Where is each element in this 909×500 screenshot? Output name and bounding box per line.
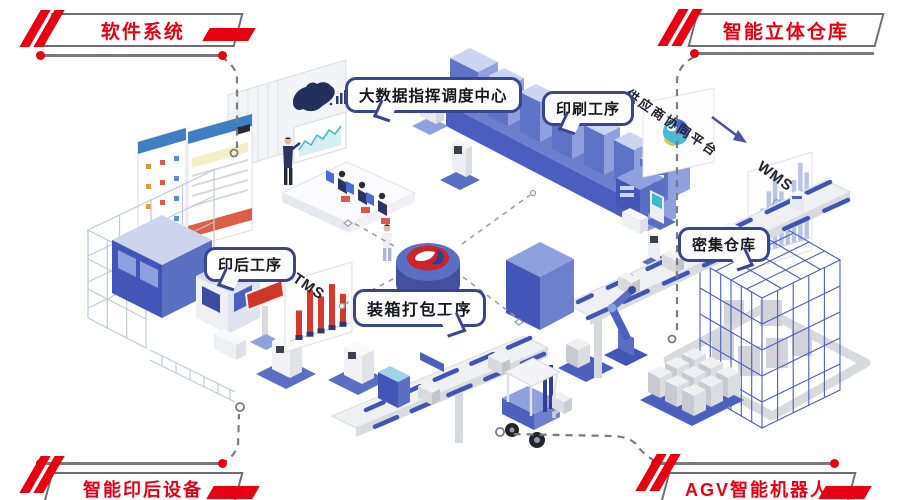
presentation-screen bbox=[293, 111, 347, 164]
dot-line bbox=[40, 462, 223, 465]
callout-command-center: 大数据指挥调度中心 bbox=[345, 77, 522, 123]
dot-line bbox=[694, 52, 874, 55]
kiosk-machines bbox=[412, 101, 676, 270]
red-dot-icon bbox=[830, 459, 839, 468]
supplier-platform-panel bbox=[642, 87, 715, 178]
china-map-icon bbox=[293, 82, 335, 112]
wireframe-warehouse bbox=[698, 223, 842, 429]
dot-line bbox=[655, 462, 835, 465]
red-dot-icon bbox=[218, 459, 227, 468]
red-dot-icon bbox=[690, 49, 699, 58]
red-tab-icon bbox=[202, 28, 256, 41]
workers-at-laptops bbox=[326, 170, 390, 224]
robotic-arm bbox=[604, 286, 648, 366]
red-dot-icon bbox=[218, 51, 227, 60]
warehouse-inner-boxes bbox=[712, 300, 812, 376]
callout-label: 印后工序 bbox=[218, 257, 283, 274]
hub-radial-dashes bbox=[344, 194, 531, 318]
packing-machine bbox=[506, 242, 574, 330]
callout-packing: 装箱打包工序 bbox=[353, 289, 487, 338]
red-dot-icon bbox=[36, 459, 45, 468]
pallet-stacks bbox=[558, 338, 744, 426]
banner-label: 智能立体仓库 bbox=[722, 21, 849, 43]
red-dot-icon bbox=[36, 51, 45, 60]
tms-bar-chart bbox=[295, 284, 347, 340]
callout-post-press: 印后工序 bbox=[204, 247, 297, 292]
presenter-figure bbox=[283, 137, 301, 185]
tms-chart-panel bbox=[284, 261, 353, 353]
banner-frame: 智能立体仓库 bbox=[687, 13, 885, 47]
supplier-arrow-icon bbox=[711, 116, 747, 143]
banner-label: AGV智能机器人 bbox=[685, 480, 831, 500]
banner-label: 软件系统 bbox=[100, 21, 185, 43]
callout-dense-warehouse: 密集仓库 bbox=[678, 227, 771, 272]
callout-printing: 印刷工序 bbox=[542, 91, 635, 136]
scanner-stand bbox=[378, 366, 410, 408]
red-tab-icon bbox=[206, 486, 260, 499]
banner-label: 智能印后设备 bbox=[83, 480, 203, 500]
callout-label: 装箱打包工序 bbox=[367, 302, 473, 319]
red-dot-icon bbox=[651, 459, 660, 468]
tms-area-machine bbox=[328, 341, 388, 395]
technician-figure bbox=[382, 224, 392, 261]
forklift bbox=[502, 357, 572, 448]
callout-label: 大数据指挥调度中心 bbox=[359, 88, 508, 105]
dot-line bbox=[40, 54, 223, 57]
red-tab-icon bbox=[818, 486, 872, 499]
